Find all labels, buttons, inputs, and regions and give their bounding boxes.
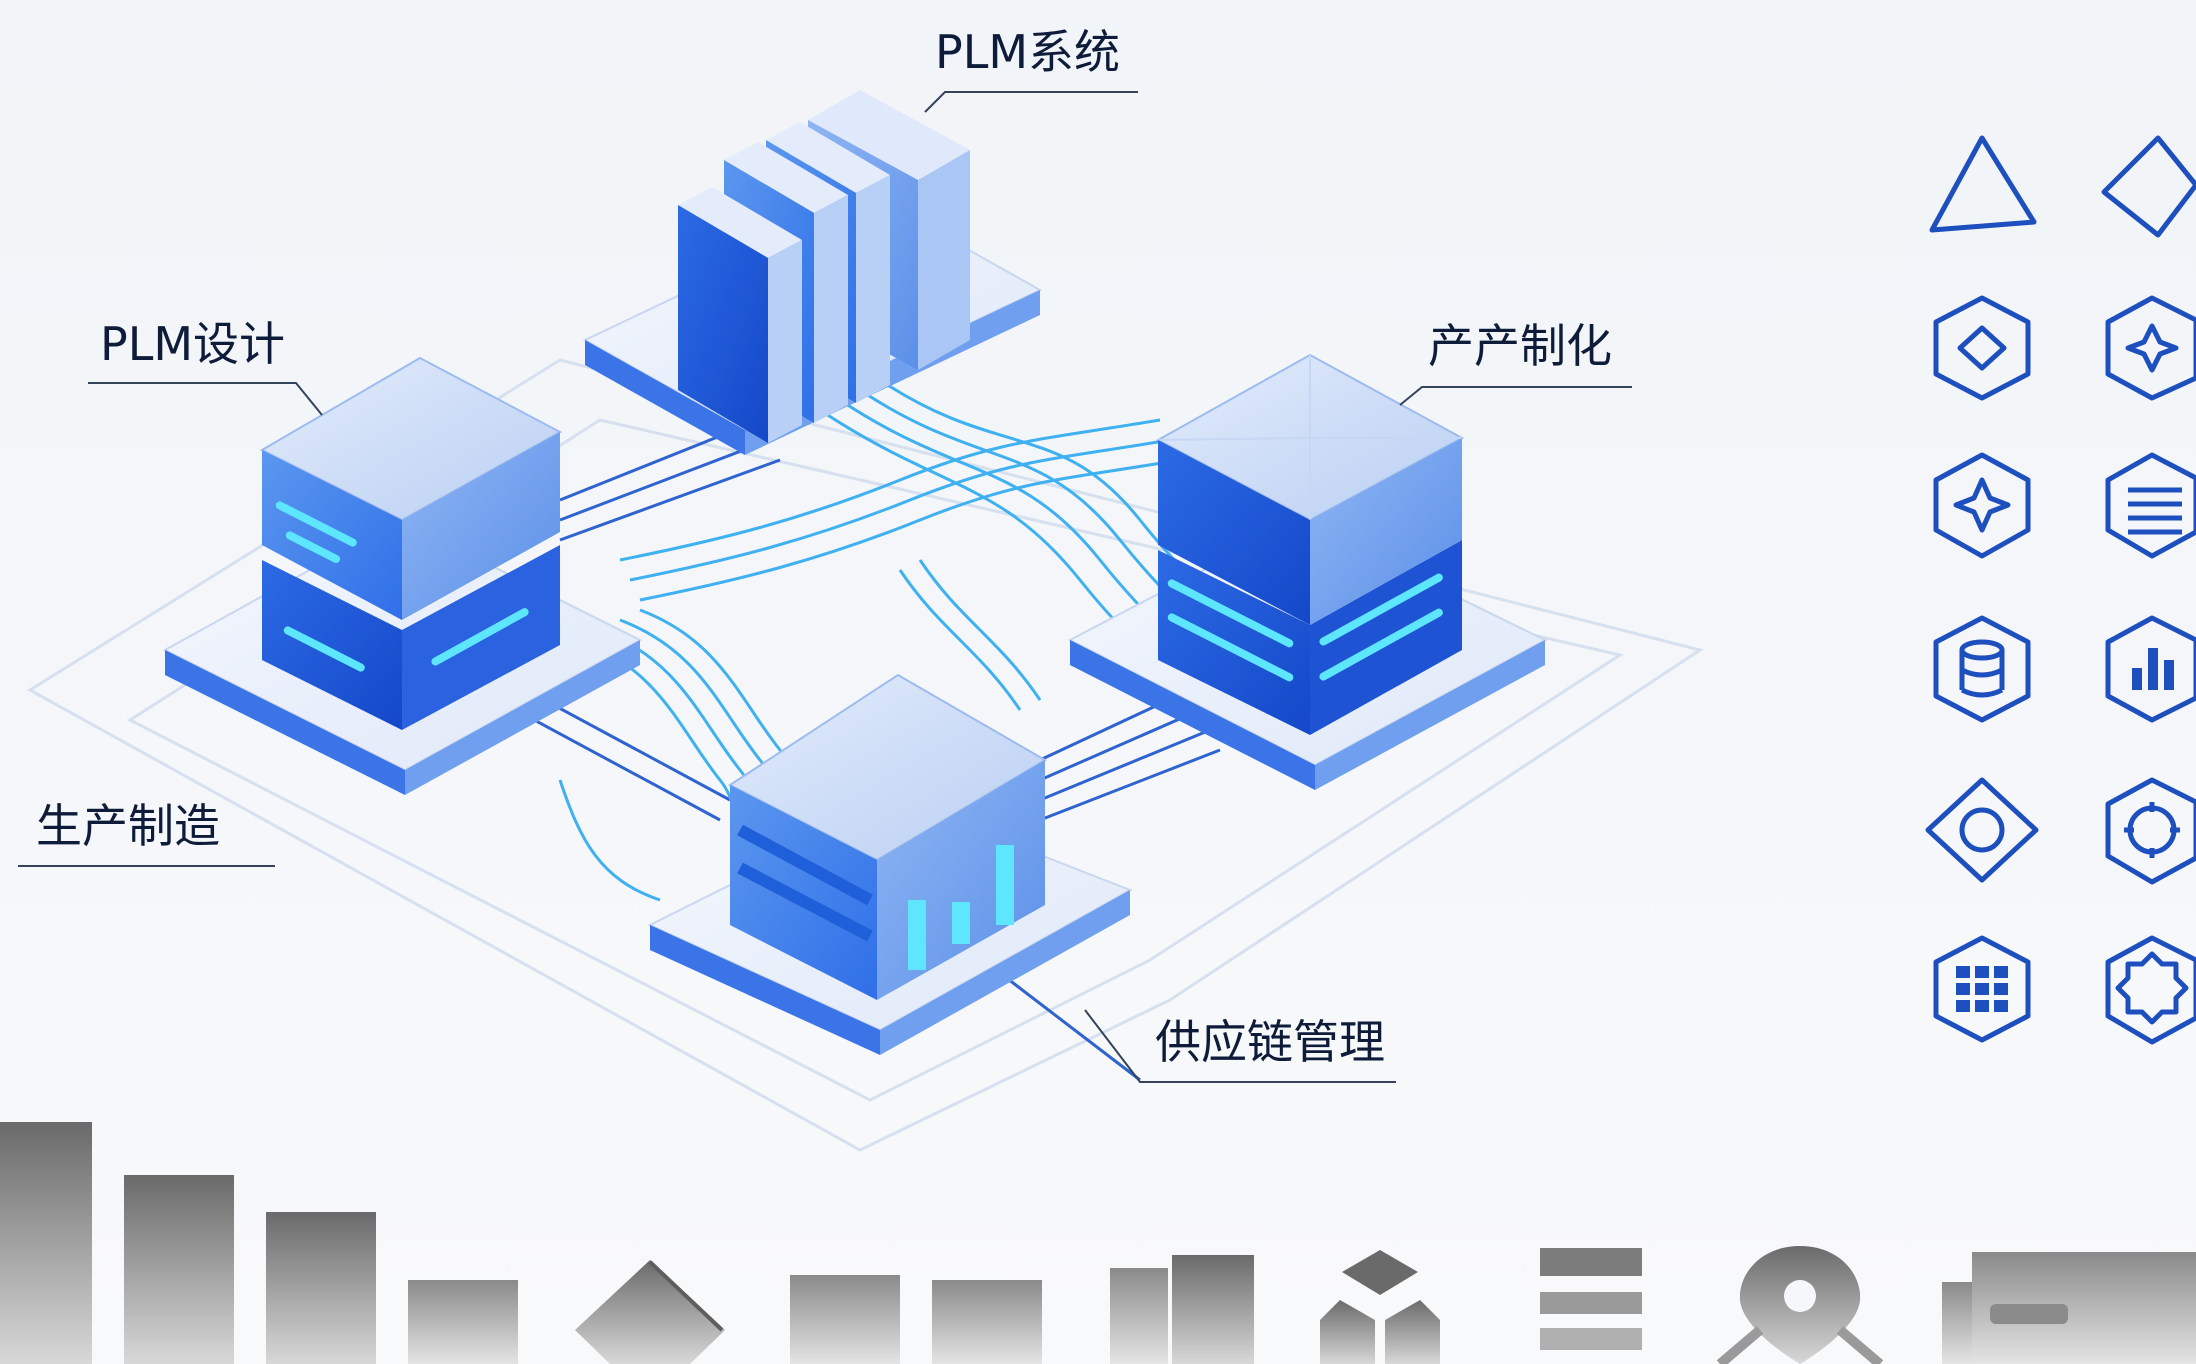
- label-manufacturing: 生产制造: [18, 799, 275, 867]
- icon-panel: [1925, 135, 2196, 1045]
- label-manufacturing-text: 生产制造: [36, 799, 220, 853]
- label-supply-chain: 供应链管理: [1084, 1009, 1396, 1083]
- hexagon-cog-icon[interactable]: [2105, 935, 2196, 1045]
- production-node[interactable]: [1067, 353, 1548, 790]
- bottom-icon-strip: [0, 1122, 2196, 1364]
- triangle-icon[interactable]: [1929, 135, 2037, 233]
- gray-window-icon: [1942, 1252, 2196, 1364]
- label-production-text: 产产制化: [1428, 319, 1612, 373]
- hexagon-grid-icon[interactable]: [1933, 935, 2031, 1043]
- hexagon-diamond-icon[interactable]: [1933, 295, 2031, 401]
- label-supply-chain-text: 供应链管理: [1155, 1015, 1385, 1069]
- label-plm-system-text: PLM系统: [935, 25, 1120, 79]
- hexagon-star-icon[interactable]: [2105, 295, 2196, 401]
- label-plm-design: PLM设计: [88, 317, 323, 416]
- diamond-circle-icon[interactable]: [1925, 777, 2039, 883]
- triangle-outline-icon[interactable]: [2101, 135, 2196, 238]
- gray-cubes-icon: [1320, 1250, 1440, 1364]
- label-production: 产产制化: [1399, 319, 1632, 406]
- gray-bar-icon: [0, 1122, 518, 1364]
- hexagon-bar-chart-icon[interactable]: [2105, 615, 2196, 723]
- hexagon-database-icon[interactable]: [1933, 615, 2031, 723]
- hexagon-gear-icon[interactable]: [2105, 777, 2196, 885]
- plm-design-node[interactable]: [162, 356, 643, 795]
- diamond-star-icon[interactable]: [1933, 452, 2031, 559]
- label-plm-system: PLM系统: [924, 25, 1138, 113]
- label-plm-design-text: PLM设计: [100, 317, 285, 371]
- gray-diamond-icon: [575, 1260, 725, 1364]
- hexagon-menu-icon[interactable]: [2105, 452, 2196, 559]
- plm-system-node[interactable]: [582, 90, 1043, 455]
- gray-list-icon: [1540, 1248, 1642, 1350]
- gray-blocks-icon: [790, 1255, 1254, 1364]
- gray-location-pin-icon: [1716, 1246, 1884, 1364]
- supply-chain-node[interactable]: [647, 673, 1133, 1055]
